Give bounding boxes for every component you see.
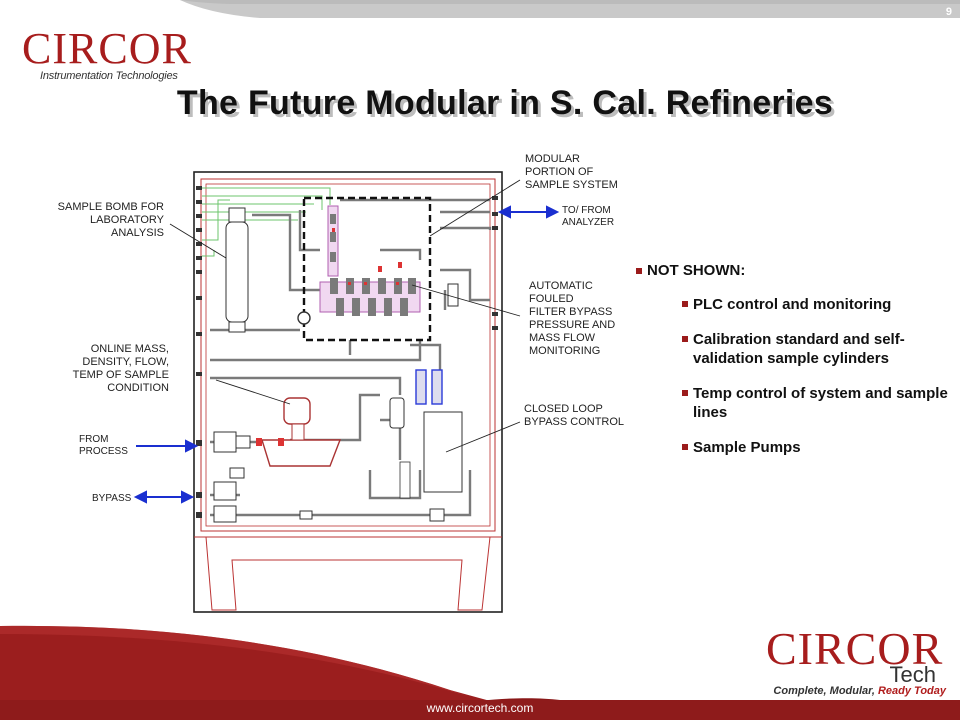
- sample-system-diagram: MODULAR PORTION OF SAMPLE SYSTEM TO/ FRO…: [0, 140, 640, 620]
- bullet-item: PLC control and monitoring: [682, 295, 956, 314]
- bullet-heading-text: NOT SHOWN:: [647, 262, 746, 279]
- footer-url[interactable]: www.circortech.com: [426, 701, 534, 715]
- logo-subtitle: Instrumentation Technologies: [40, 70, 178, 82]
- top-band: [180, 0, 960, 18]
- bullet-item: Calibration standard and self-validation…: [682, 330, 956, 368]
- bullet-square-icon: [682, 336, 688, 342]
- bullet-square-icon: [682, 390, 688, 396]
- logo-wordmark: CIRCOR: [766, 623, 944, 674]
- label-online-mass: ONLINE MASS, DENSITY, FLOW, TEMP OF SAMP…: [72, 343, 169, 394]
- diagram-drawing: [133, 171, 560, 613]
- logo-wordmark: CIRCOR: [22, 24, 192, 73]
- tagline-highlight: Ready Today: [877, 685, 946, 697]
- label-modular-portion: MODULAR PORTION OF SAMPLE SYSTEM: [525, 153, 618, 191]
- label-to-from-analyzer: TO/ FROM ANALYZER: [562, 205, 615, 228]
- bullet-square-icon: [636, 268, 642, 274]
- label-automatic-fouled-filter: AUTOMATIC FOULED FILTER BYPASS PRESSURE …: [529, 280, 616, 357]
- bullet-heading: NOT SHOWN:: [636, 262, 956, 279]
- bullet-item-text: Sample Pumps: [693, 439, 801, 456]
- slide-number: 9: [945, 6, 952, 18]
- bullet-square-icon: [682, 301, 688, 307]
- tagline-text: Complete, Modular,: [773, 685, 878, 697]
- label-bypass: BYPASS: [92, 493, 132, 504]
- footer-wave: [0, 618, 960, 720]
- bullet-square-icon: [682, 444, 688, 450]
- slide-title: The Future Modular in S. Cal. Refineries: [176, 84, 834, 122]
- bullet-item: Temp control of system and sample lines: [682, 384, 956, 422]
- label-closed-loop: CLOSED LOOP BYPASS CONTROL: [524, 403, 625, 428]
- bullet-item: Sample Pumps: [682, 438, 956, 457]
- bullet-item-text: Temp control of system and sample lines: [693, 385, 948, 421]
- bullet-item-text: PLC control and monitoring: [693, 296, 892, 313]
- not-shown-list: NOT SHOWN: PLC control and monitoring Ca…: [636, 262, 956, 457]
- logo-tech: Tech: [889, 662, 936, 687]
- bullet-item-text: Calibration standard and self-validation…: [693, 331, 905, 367]
- label-from-process: FROM PROCESS: [79, 434, 128, 457]
- circor-logo-top: CIRCOR Instrumentation Technologies: [22, 26, 202, 88]
- circor-tech-logo: CIRCOR Tech: [766, 622, 946, 702]
- tagline: Complete, Modular, Ready Today: [773, 685, 946, 697]
- label-sample-bomb: SAMPLE BOMB FOR LABORATORY ANALYSIS: [57, 201, 164, 239]
